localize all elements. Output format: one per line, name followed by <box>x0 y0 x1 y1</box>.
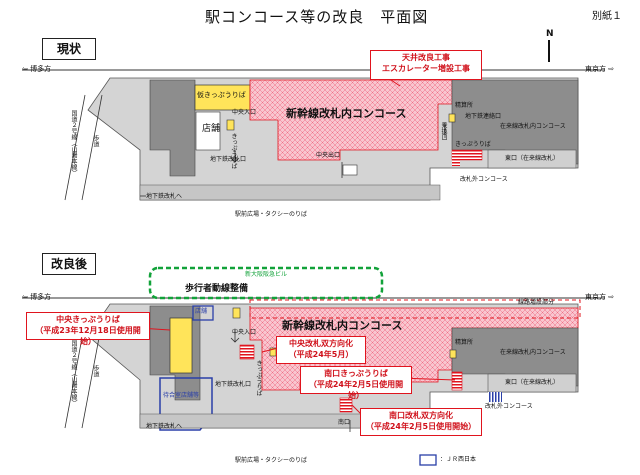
current-subway-gate: 地下鉄連絡口 <box>465 113 502 120</box>
improved-to-subway: 地下鉄改札へ <box>146 423 183 430</box>
legend-label: ：ＪＲ西日本 <box>440 456 477 463</box>
improved-main-concourse-label: 新幹線改札内コンコース <box>282 319 403 332</box>
current-east-exit-gate: 東口（在来線改札） <box>505 155 560 162</box>
current-shop: 店舗 <box>202 124 221 134</box>
current-to-subway: 地下鉄改札へ <box>146 193 183 200</box>
current-plaza: 駅前広場・タクシーのりば <box>235 211 308 218</box>
improved-outside-concourse: 改札外コンコース <box>485 403 533 410</box>
improved-south-exit: 南口 <box>338 419 351 426</box>
current-main-concourse-label: 新幹線改札内コンコース <box>286 107 407 120</box>
current-left-building <box>149 79 196 177</box>
current-ticket-vertical: きっぷうりば <box>230 133 237 169</box>
improved-plaza: 駅前広場・タクシーのりば <box>235 457 308 464</box>
section-current-label: 現状 <box>42 38 96 60</box>
current-outside-concourse: 改札外コンコース <box>460 176 508 183</box>
improved-subway-gate-left: 地下鉄改札口 <box>215 381 252 388</box>
improved-sidewalk: 歩道 <box>92 365 99 377</box>
direction-west: ⇦ 博多方 <box>22 65 52 73</box>
current-road: 国道２号線（山陽本線） <box>70 110 77 176</box>
current-subway-gate-left: 地下鉄改札口 <box>210 156 247 163</box>
current-transfer-gate: 乗換口 <box>440 122 447 140</box>
direction-east-2: 東京方 ⇨ <box>585 293 615 301</box>
callout-central-gate: 中央改札双方向化（平成24年5月） <box>276 336 366 364</box>
new-hankyu-building <box>148 266 384 300</box>
compass-arrow-icon <box>548 40 550 62</box>
current-shop-area <box>195 111 221 151</box>
current-ticket-east: きっぷうりば <box>455 141 491 148</box>
sheet-label: 別紙１ <box>592 11 622 22</box>
current-temp-ticket: 仮きっぷうりば <box>197 91 246 99</box>
page-title: 駅コンコース等の改良 平面図 <box>205 8 429 26</box>
current-temp-ticket-area <box>194 84 251 111</box>
current-main-concourse <box>249 79 453 161</box>
waiting-room-label: 待合室店舗等 <box>163 392 200 399</box>
current-east-gate-area <box>487 149 577 169</box>
current-sidewalk: 歩道 <box>92 135 99 147</box>
compass-north-label: N <box>546 29 554 39</box>
improved-road: 国道２号線（山陽本線） <box>70 340 77 406</box>
current-central-exit: 中央出口 <box>316 152 341 159</box>
improved-ticket-vertical: きっぷうりば <box>255 360 262 396</box>
current-callout: 天井改良工事エスカレーター増設工事 <box>370 50 482 80</box>
current-central-entrance: 中央入口 <box>232 109 257 116</box>
callout-south-ticket: 南口きっぷうりば（平成24年2月5日使用開始） <box>300 366 412 400</box>
improved-shop: 店舗 <box>195 308 208 315</box>
current-conventional-concourse: 在来線改札内コンコース <box>500 123 566 130</box>
direction-west-2: ⇦ 博多方 <box>22 293 52 301</box>
callout-central-ticket: 中央きっぷうりば（平成23年12月18日使用開始） <box>26 312 150 346</box>
improved-central-entrance: 中央入口 <box>232 329 257 336</box>
section-improved-label: 改良後 <box>42 253 96 275</box>
pedestrian-label: 歩行者動線整備 <box>185 284 249 294</box>
improved-east-exit-gate: 東口（在来線改札） <box>505 379 560 386</box>
direction-east: 東京方 ⇨ <box>585 65 615 73</box>
improved-settlement: 精算所 <box>455 339 474 346</box>
new-building-label: 新大阪阪急ビル <box>245 271 288 278</box>
current-settlement: 精算所 <box>455 102 474 109</box>
callout-south-gate: 南口改札双方向化（平成24年2月5日使用開始） <box>360 408 482 436</box>
track-extension-label: 線路増設部分 <box>518 299 555 306</box>
improved-conventional-concourse: 在来線改札内コンコース <box>500 349 566 356</box>
central-gate-stripes <box>239 344 255 360</box>
central-ticket-area <box>169 317 193 374</box>
